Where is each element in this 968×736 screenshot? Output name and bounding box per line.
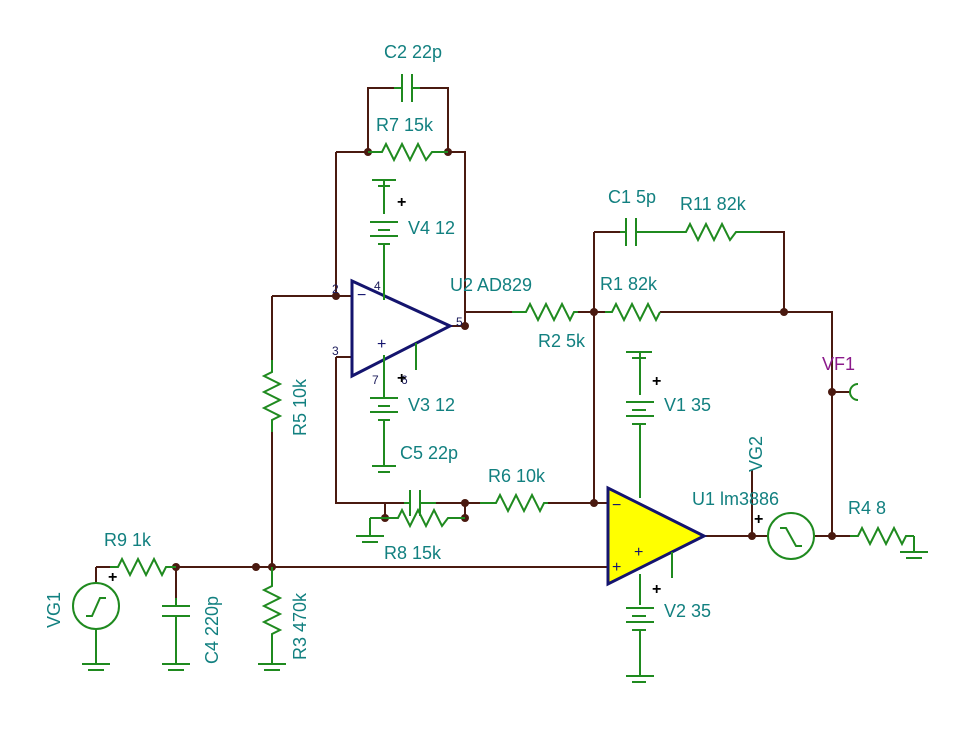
resistor-r3[interactable]: R3 470k bbox=[258, 567, 310, 671]
label-v3: V3 12 bbox=[408, 395, 455, 415]
plus-sign-v3: + bbox=[397, 370, 406, 387]
capacitor-c2[interactable]: C2 22p bbox=[384, 42, 442, 102]
amp-u1-plus-inner: + bbox=[634, 544, 643, 561]
label-v1: V1 35 bbox=[664, 395, 711, 415]
probe-vf1[interactable]: VF1 bbox=[822, 354, 859, 401]
pin-3: 3 bbox=[332, 344, 339, 358]
resistor-r6[interactable]: R6 10k bbox=[480, 466, 548, 514]
power-amp-u1[interactable]: − + + U1 lm3886 bbox=[606, 485, 779, 587]
opamp-u2[interactable]: − + 2 3 4 7 6 5 U2 AD829 bbox=[332, 275, 532, 398]
opamp-u2-plus: + bbox=[377, 336, 386, 353]
generator-vg2[interactable]: + VG2 bbox=[746, 436, 815, 560]
label-r2: R2 5k bbox=[538, 331, 586, 351]
plus-sign-v4: + bbox=[397, 194, 406, 211]
label-r11: R11 82k bbox=[680, 194, 747, 214]
plus-sign-v2: + bbox=[652, 581, 661, 598]
label-r8: R8 15k bbox=[384, 543, 442, 563]
capacitor-c4[interactable]: C4 220p bbox=[162, 596, 222, 671]
label-r3: R3 470k bbox=[290, 592, 310, 660]
label-u2: U2 AD829 bbox=[450, 275, 532, 295]
battery-v3[interactable]: + V3 12 bbox=[370, 370, 455, 473]
wires bbox=[95, 87, 850, 598]
resistor-r11[interactable]: R11 82k bbox=[672, 194, 760, 243]
resistor-r5[interactable]: R5 10k bbox=[261, 360, 310, 436]
resistor-r4[interactable]: R4 8 bbox=[848, 498, 928, 559]
label-vf1: VF1 bbox=[822, 354, 855, 374]
pin-6: 6 bbox=[401, 373, 408, 387]
label-vg1: VG1 bbox=[44, 592, 64, 628]
amp-u1-minus: − bbox=[612, 497, 621, 514]
resistor-r8[interactable]: R8 15k bbox=[356, 507, 465, 563]
pin-5: 5 bbox=[456, 315, 463, 329]
battery-v4[interactable]: + V4 12 bbox=[370, 179, 455, 278]
pin-7: 7 bbox=[372, 373, 379, 387]
label-v4: V4 12 bbox=[408, 218, 455, 238]
label-r5: R5 10k bbox=[290, 378, 310, 436]
pin-2: 2 bbox=[332, 282, 339, 296]
pin-4: 4 bbox=[374, 279, 381, 293]
capacitor-c1[interactable]: C1 5p bbox=[608, 187, 672, 246]
resistor-r1[interactable]: R1 82k bbox=[600, 274, 661, 323]
plus-sign-v1: + bbox=[652, 373, 661, 390]
label-v2: V2 35 bbox=[664, 601, 711, 621]
label-r1: R1 82k bbox=[600, 274, 658, 294]
amp-u1-plus-input: + bbox=[612, 559, 621, 576]
label-r6: R6 10k bbox=[488, 466, 546, 486]
label-c5: C5 22p bbox=[400, 443, 458, 463]
label-r9: R9 1k bbox=[104, 530, 152, 550]
label-r4: R4 8 bbox=[848, 498, 886, 518]
resistor-r9[interactable]: + R9 1k bbox=[104, 530, 176, 586]
battery-v2[interactable]: + V2 35 bbox=[626, 574, 711, 683]
opamp-u2-minus: − bbox=[357, 287, 366, 304]
resistor-r7[interactable]: R7 15k bbox=[368, 115, 448, 163]
resistor-r2[interactable]: R2 5k bbox=[512, 301, 586, 351]
label-u1: U1 lm3886 bbox=[692, 489, 779, 509]
battery-v1[interactable]: + V1 35 bbox=[626, 351, 711, 498]
generator-vg1[interactable]: VG1 bbox=[44, 582, 120, 671]
label-c4: C4 220p bbox=[202, 596, 222, 664]
label-c2: C2 22p bbox=[384, 42, 442, 62]
label-vg2: VG2 bbox=[746, 436, 766, 472]
plus-sign-vg2: + bbox=[754, 511, 763, 528]
capacitor-c5[interactable]: C5 22p bbox=[400, 443, 458, 516]
label-r7: R7 15k bbox=[376, 115, 434, 135]
label-c1: C1 5p bbox=[608, 187, 656, 207]
plus-sign-vg1: + bbox=[108, 569, 117, 586]
